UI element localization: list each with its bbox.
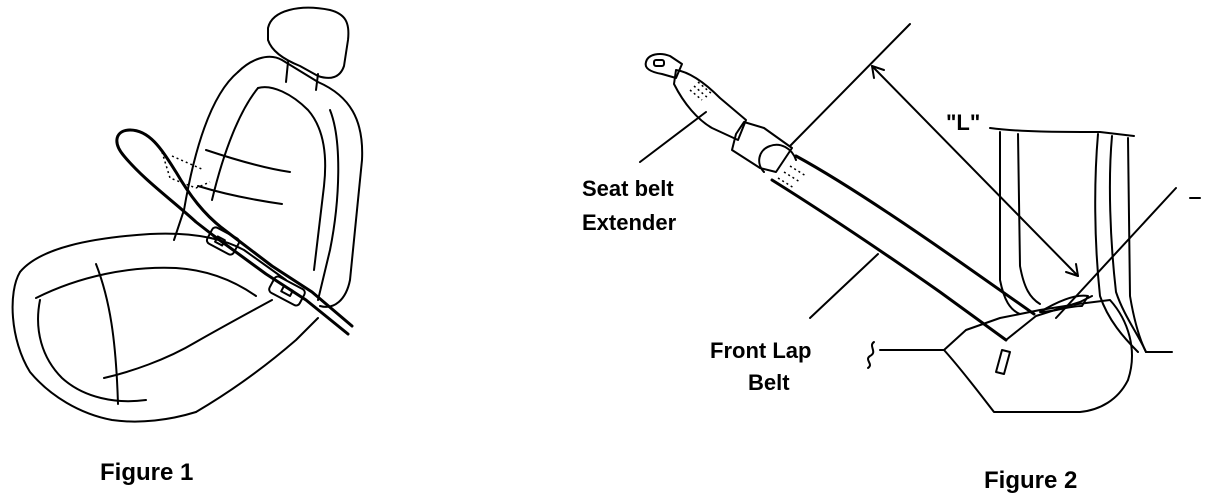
seat-headrest <box>267 6 350 79</box>
seat-side-top <box>989 127 1135 137</box>
lap-belt-label-line1: Front Lap <box>710 338 811 363</box>
extender-connector <box>731 121 793 173</box>
extender-label-line1: Seat belt <box>582 176 674 201</box>
extender-texture <box>689 81 713 101</box>
tongue-slot <box>653 59 665 67</box>
dimension-arrow-bottom <box>1065 263 1079 277</box>
buckle-handle <box>1039 294 1089 313</box>
seat-side-frame-3 <box>1094 133 1139 353</box>
connector-band <box>758 143 797 173</box>
extender-leader-line <box>639 111 707 163</box>
seat-back-inner-left <box>211 87 259 201</box>
connector-texture <box>777 165 807 189</box>
seat-belt-strap-edge <box>220 226 354 328</box>
seat-belt-hidden <box>161 151 211 189</box>
seat-side-frame-4 <box>1108 135 1147 353</box>
figure1-seat-drawing <box>11 6 364 423</box>
seat-side-frame-1 <box>999 131 1021 315</box>
seat-back-stitch-2 <box>197 185 283 205</box>
extender-body <box>673 69 747 141</box>
buckle-1-slot <box>214 235 226 247</box>
seat-back-stitch-1 <box>205 149 291 173</box>
seat-back-inner <box>257 86 327 271</box>
length-label: "L" <box>946 110 980 135</box>
seat-back-outer <box>237 55 364 308</box>
seat-cushion-top <box>19 232 287 281</box>
seat-side-bolster <box>317 109 340 301</box>
seat-back-left-edge <box>173 71 239 241</box>
figure2-drawing <box>639 23 1201 413</box>
seat-cushion-side <box>195 317 319 413</box>
seat-belt-loop-inner <box>128 128 224 230</box>
lap-belt-lower-edge <box>770 178 1008 342</box>
seat-belt-loop <box>115 128 216 238</box>
figure2-caption: Figure 2 <box>984 467 1077 494</box>
seat-cushion-front <box>11 271 197 423</box>
seat-side-frame-5 <box>1127 137 1147 353</box>
extender-label-line2: Extender <box>582 210 677 235</box>
lap-belt-brace <box>867 341 875 369</box>
cushion-front-lip <box>103 299 273 379</box>
extension-line-bottom <box>1055 187 1177 319</box>
lap-belt-label-line2: Belt <box>748 370 790 395</box>
figure1-caption: Figure 1 <box>100 459 193 486</box>
cushion-panel-bottom <box>37 299 147 403</box>
dimension-line-L <box>871 65 1079 277</box>
seat-side-frame-2 <box>1017 133 1041 305</box>
extension-line-top <box>789 23 911 147</box>
dimension-arrow-top <box>871 65 885 79</box>
buckle-button <box>995 349 1011 375</box>
seat-belt-buckle-2 <box>268 275 306 307</box>
seat-buckle-base <box>943 299 1133 413</box>
lap-belt-leader-line <box>809 253 879 319</box>
buckle-2-slot <box>280 285 294 297</box>
cushion-panel-left <box>35 266 257 299</box>
lap-belt-upper-edge <box>794 154 1036 316</box>
cushion-stitch <box>95 263 119 405</box>
seat-belt-buckle-1 <box>205 226 241 256</box>
